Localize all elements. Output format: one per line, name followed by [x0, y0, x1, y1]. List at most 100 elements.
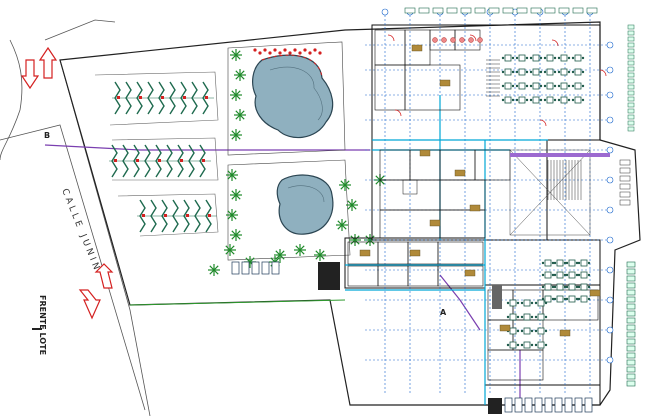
dining-table [523, 327, 531, 335]
palm-frond [235, 194, 241, 200]
grid-bubble [606, 176, 614, 184]
palm-frond [351, 200, 357, 206]
palm-frond [295, 245, 301, 251]
palm-tree [230, 129, 242, 141]
dining-table [532, 82, 540, 90]
parking-stall [627, 72, 635, 78]
lounge-seat [441, 37, 447, 43]
chair [543, 84, 547, 88]
dining-table [560, 54, 568, 62]
parking-stall [558, 7, 570, 14]
palm-frond [225, 245, 231, 251]
chair [516, 343, 520, 347]
parking-stall [627, 120, 635, 126]
chair [581, 98, 585, 102]
palm-tree [224, 244, 236, 256]
chair [515, 56, 519, 60]
chair [551, 273, 555, 277]
parking-stall [626, 373, 636, 380]
lounge-seat [459, 37, 465, 43]
chair [575, 273, 579, 277]
dining-table [518, 68, 526, 76]
dining-table [537, 299, 545, 307]
palm-tree [314, 249, 326, 261]
dining-table [580, 283, 588, 291]
building-main [344, 24, 601, 406]
palm-frond [239, 70, 245, 76]
parking-stall [626, 324, 636, 331]
dining-table [537, 313, 545, 321]
lounge-seat [450, 37, 456, 43]
door-swing [551, 39, 559, 47]
palm-tree [208, 264, 220, 276]
palm-frond [209, 265, 215, 271]
chair [557, 98, 561, 102]
lounge-seat [432, 37, 438, 43]
service-block-2 [488, 398, 502, 414]
section-lines [44, 144, 521, 405]
chair [553, 56, 557, 60]
palm-tree [230, 49, 242, 61]
palm-frond [225, 249, 231, 255]
palm-frond [231, 214, 237, 220]
palm-tree [274, 249, 286, 261]
dining-table [544, 283, 552, 291]
dining-table [504, 54, 512, 62]
bed [419, 149, 431, 157]
parking-area-top [404, 7, 598, 14]
bed [409, 249, 421, 257]
chair [539, 98, 543, 102]
car [534, 397, 543, 413]
palm-tree [234, 69, 246, 81]
palm-tree [234, 109, 246, 121]
chair [563, 261, 567, 265]
chair [563, 273, 567, 277]
car [619, 183, 631, 190]
chair [563, 297, 567, 301]
parking-stall [627, 66, 635, 72]
car [574, 397, 583, 413]
parking-marker [205, 96, 208, 99]
dining-table [556, 259, 564, 267]
palm-frond [341, 220, 347, 226]
chair [511, 56, 515, 60]
dining-table [532, 68, 540, 76]
palm-frond [235, 50, 241, 56]
traffic-arrows-top [20, 46, 58, 90]
parking-marker [183, 96, 186, 99]
parking-marker [117, 96, 120, 99]
palm-frond [344, 180, 350, 186]
chair [553, 84, 557, 88]
parking-stall [627, 54, 635, 60]
chair [553, 285, 557, 289]
parking-stall [516, 7, 528, 14]
room [474, 149, 511, 181]
palm-frond [347, 204, 353, 210]
chair [587, 261, 591, 265]
dining-table [532, 96, 540, 104]
dining-table [523, 299, 531, 307]
palm-frond [235, 134, 241, 140]
palm-frond [235, 90, 241, 96]
palm-frond [337, 220, 343, 226]
palm-frond [347, 200, 353, 206]
chair [511, 98, 515, 102]
palm-frond [235, 114, 241, 120]
bed [359, 249, 371, 257]
site-perimeter [59, 21, 641, 406]
grid-bubble [606, 356, 614, 364]
palm-frond [235, 94, 241, 100]
dining-table [509, 313, 517, 321]
chair [557, 56, 561, 60]
chair [541, 261, 545, 265]
chair [541, 297, 545, 301]
chair [530, 301, 534, 305]
chair [553, 261, 557, 265]
parking-marker [139, 96, 142, 99]
atrium-purple-band [510, 153, 610, 157]
palm-frond [279, 250, 285, 256]
chair [565, 285, 569, 289]
atrium [509, 149, 591, 236]
chair [525, 56, 529, 60]
palm-frond [231, 134, 237, 140]
